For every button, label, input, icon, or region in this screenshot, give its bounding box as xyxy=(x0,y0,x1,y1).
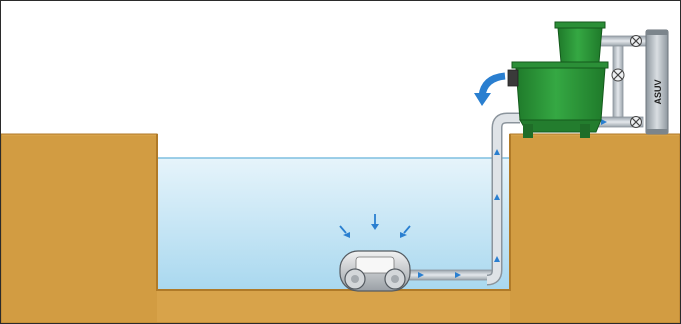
ground-shade-right xyxy=(510,136,680,323)
pond-water xyxy=(157,158,510,290)
pump-icon xyxy=(339,250,411,292)
suction-arrow-icon xyxy=(339,214,411,238)
ground-shade-left xyxy=(1,136,157,323)
uv-unit: ASUV xyxy=(645,29,669,135)
water-return-arrow-icon xyxy=(474,72,506,106)
pond-wall xyxy=(156,134,511,291)
valve-icon xyxy=(611,35,642,128)
uv-unit-label: ASUV xyxy=(653,79,663,104)
filter-icon xyxy=(507,21,609,138)
